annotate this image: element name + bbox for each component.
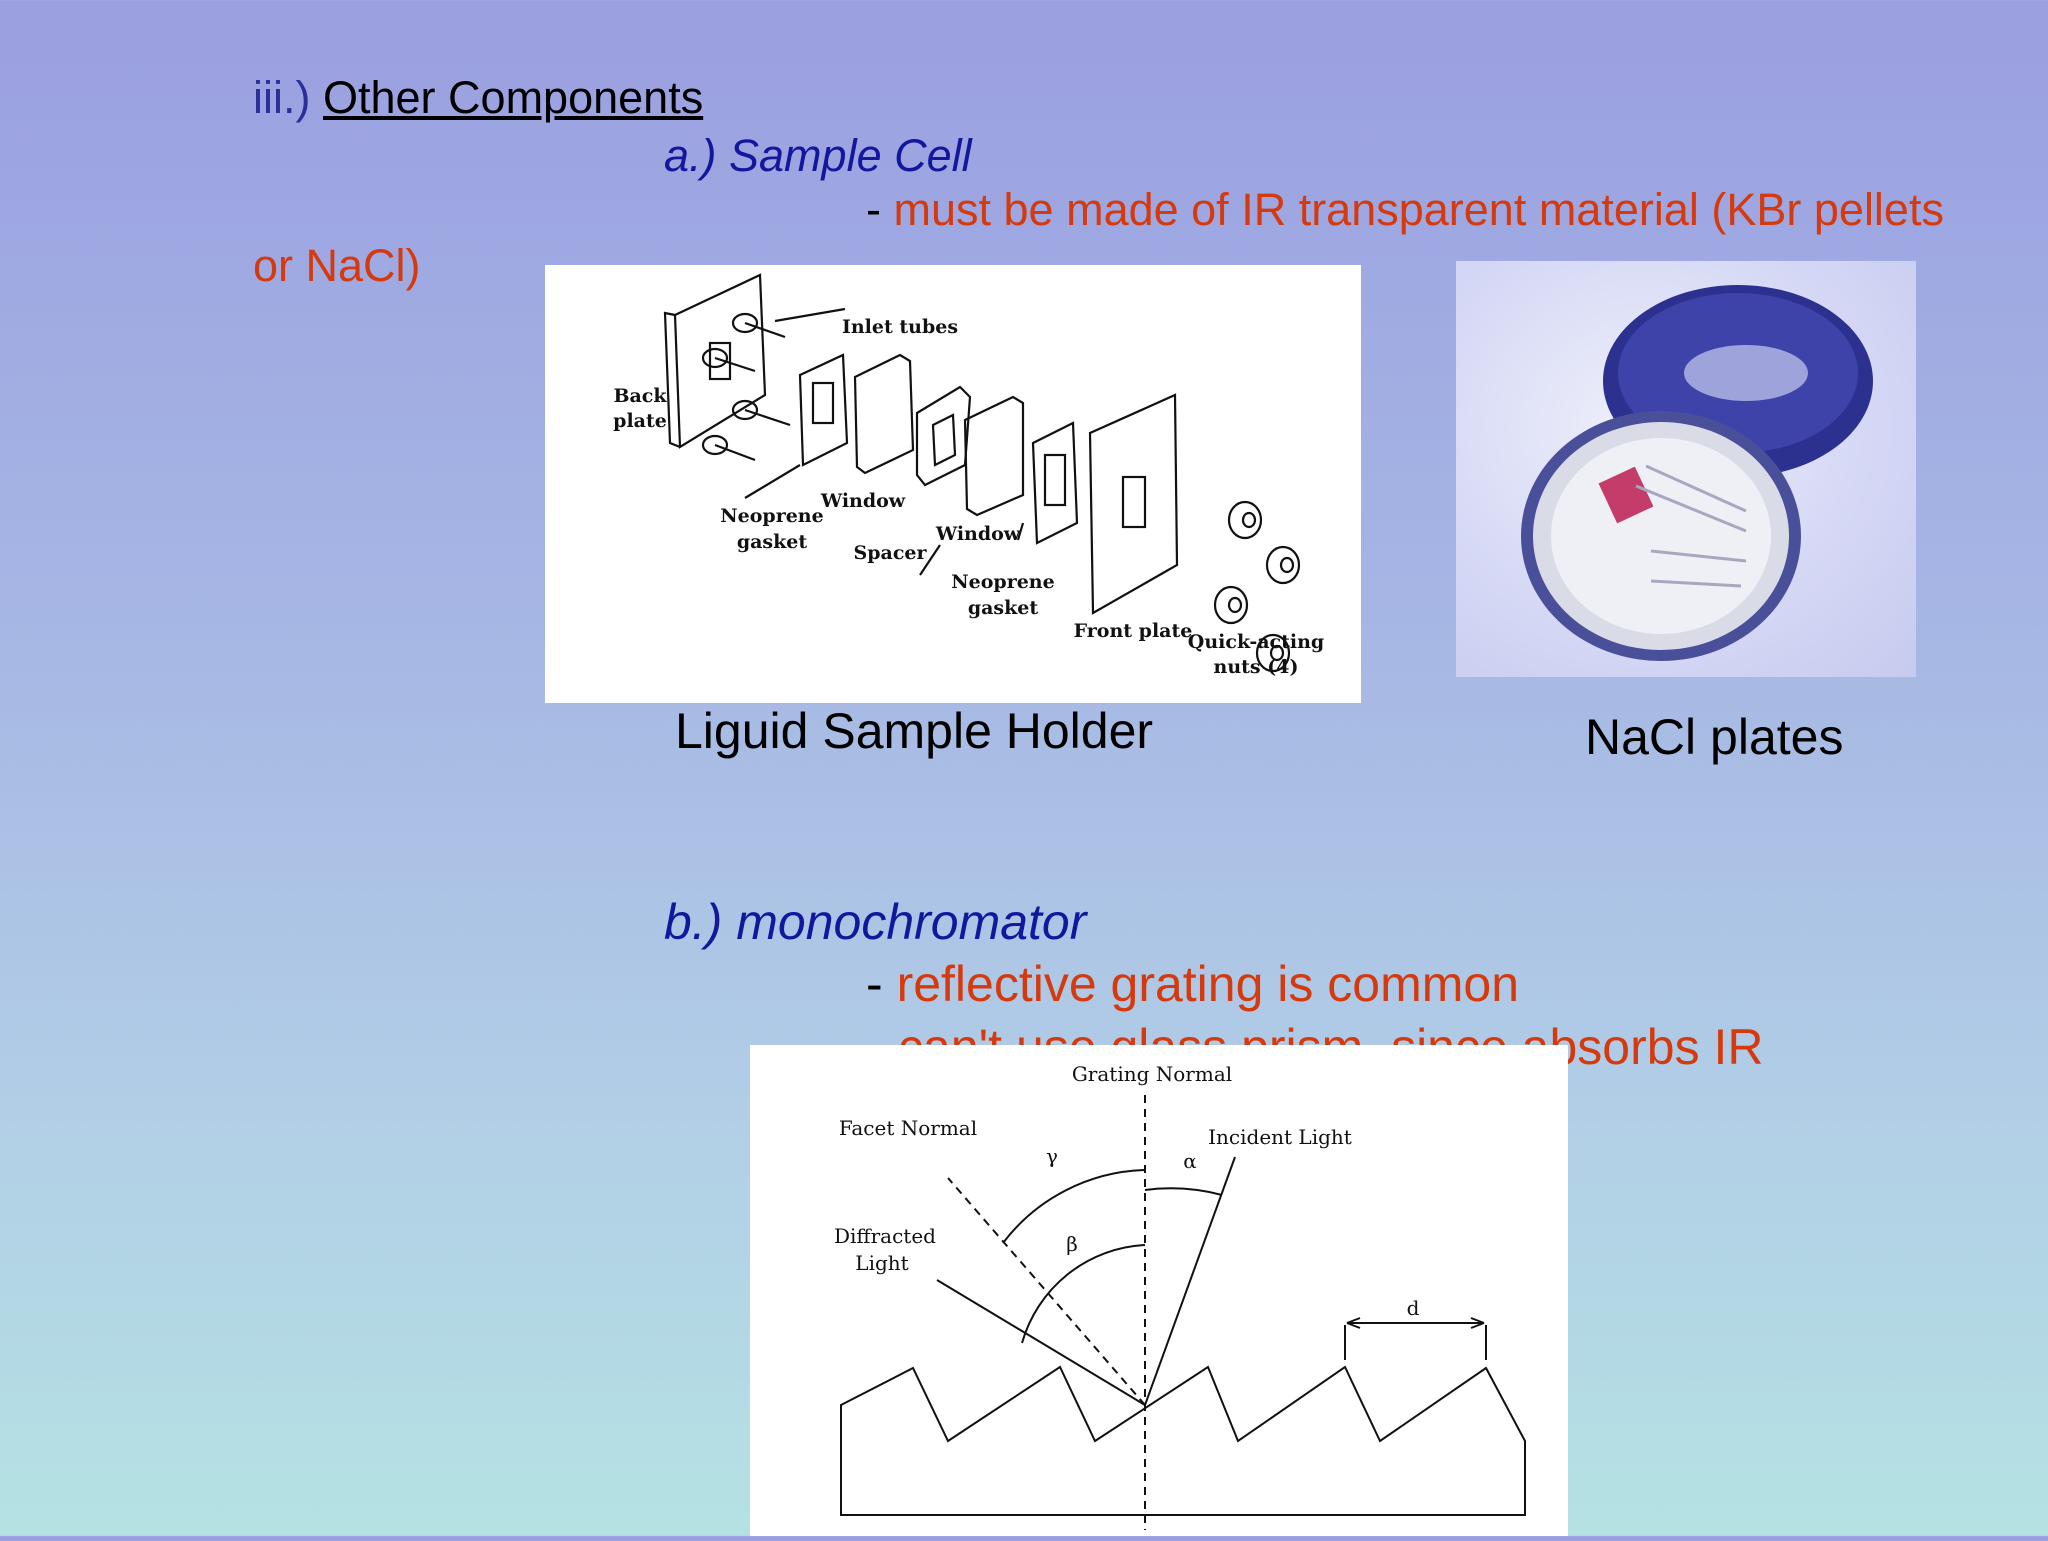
label-window-b: Window [935,523,1021,545]
label-d: d [1407,1296,1420,1320]
label-facet-normal: Facet Normal [839,1116,977,1140]
section-heading: iii.) Other Components [253,72,703,124]
monochromator-bullet-1: - reflective grating is common [866,955,1519,1013]
label-inlet-tubes: Inlet tubes [842,316,958,338]
label-nuts-1: Quick-acting [1188,631,1324,653]
label-neoprene-a-2: gasket [737,531,808,553]
bullet-dash: - [866,184,881,235]
nacl-plates-photo [1456,261,1916,677]
label-grating-normal: Grating Normal [1072,1062,1232,1086]
nacl-caption: NaCl plates [1585,709,1844,765]
monochromator-bullet-1-text: reflective grating is common [896,956,1520,1012]
nacl-plates-drawing [1521,285,1873,661]
label-diffracted-1: Diffracted [834,1224,936,1248]
label-gamma: γ [1046,1144,1058,1168]
monochromator-heading: b.) monochromator [664,894,1087,950]
label-neoprene-b-1: Neoprene [951,571,1054,593]
liquid-sample-holder-drawing: Inlet tubes Back plate Window Neoprene g… [613,273,1324,678]
grating-diagram: Grating Normal Facet Normal Incident Lig… [750,1045,1568,1536]
liquid-sample-holder-diagram: Inlet tubes Back plate Window Neoprene g… [545,265,1361,703]
label-back-plate-1: Back [613,385,667,407]
label-back-plate-2: plate [613,410,667,432]
section-title: Other Components [323,72,704,123]
sample-cell-bullet: - must be made of IR transparent materia… [866,184,1944,236]
label-neoprene-b-2: gasket [968,597,1039,619]
label-window-a: Window [820,490,906,512]
section-prefix: iii.) [253,72,311,123]
sample-cell-bullet-continuation: or NaCl) [253,240,421,291]
label-front-plate: Front plate [1074,620,1193,642]
label-nuts-2: nuts (4) [1214,656,1299,678]
label-incident-light: Incident Light [1208,1125,1352,1149]
sample-cell-heading: a.) Sample Cell [664,130,972,181]
label-spacer: Spacer [854,542,928,564]
label-neoprene-a-1: Neoprene [720,505,823,527]
grating-drawing: Grating Normal Facet Normal Incident Lig… [834,1062,1526,1530]
sample-cell-bullet-text: must be made of IR transparent material … [893,184,1944,235]
label-alpha: α [1183,1149,1197,1173]
bullet-dash: - [866,956,883,1012]
label-beta: β [1066,1232,1078,1256]
label-diffracted-2: Light [855,1251,908,1275]
holder-caption: Liguid Sample Holder [675,703,1154,759]
